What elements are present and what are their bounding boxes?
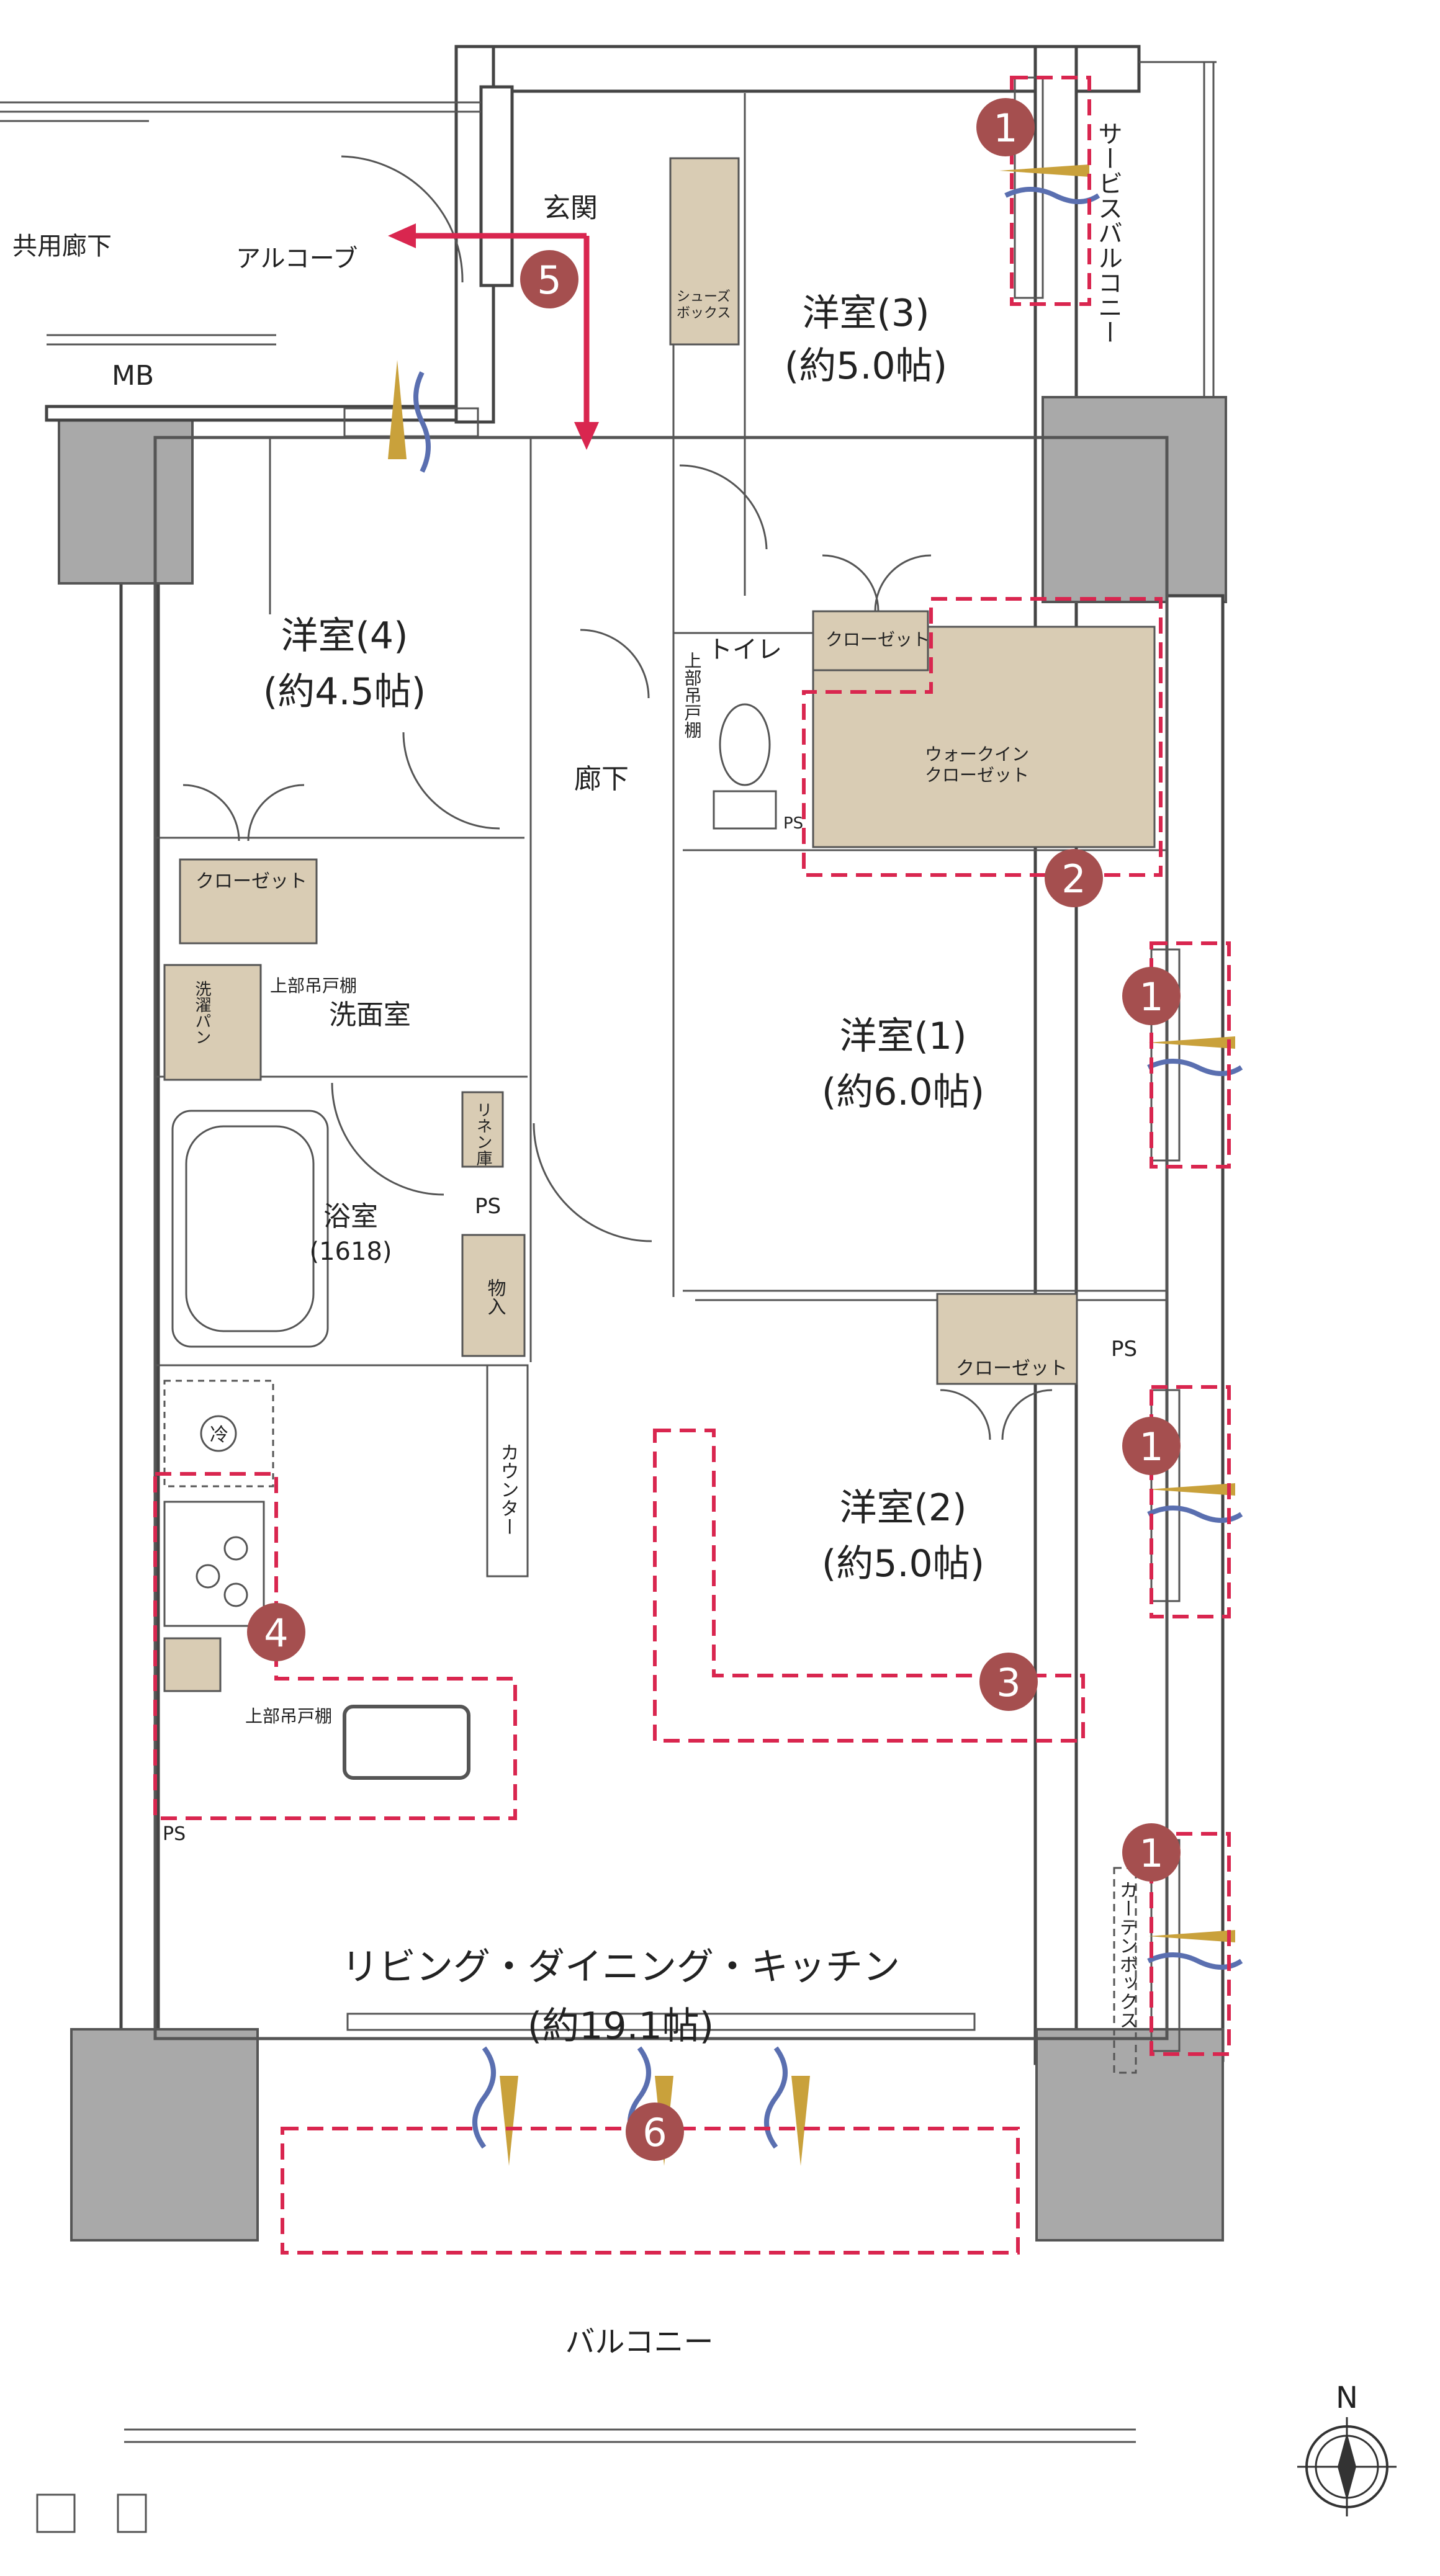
curtain-box [1113, 1867, 1137, 2074]
badge-6-balcony: 6 [626, 2103, 684, 2161]
washer-pan-label: 洗濯パン [192, 981, 211, 1045]
fridge-label: 冷 [210, 1424, 228, 1446]
entrance-left-wall [479, 85, 514, 287]
shoe-box-label: シューズボックス [677, 289, 731, 321]
closet-room4-label: クローゼット [196, 871, 307, 892]
badge-2-wic: 2 [1045, 849, 1103, 907]
badge-5-entrance: 5 [520, 250, 578, 308]
badge-1-room3: 1 [976, 98, 1035, 156]
room2-label: 洋室(2) [840, 1486, 967, 1530]
room4-size: (約4.5帖) [263, 670, 426, 714]
right-pillar-upper [1042, 396, 1227, 603]
interior-walls [153, 93, 1169, 2040]
svg-text:2: 2 [1061, 856, 1086, 902]
badge-1-room2: 1 [1122, 1417, 1181, 1475]
common-corridor-label: 共用廊下 [12, 232, 112, 261]
svg-text:4: 4 [264, 1610, 288, 1656]
north-label: N [1336, 2381, 1358, 2415]
service-balcony-label: サービスバルコニー [1094, 121, 1122, 344]
badge-4-kitchen: 4 [247, 1603, 305, 1661]
right-exterior-wall [1033, 45, 1078, 2065]
common-corridor-railing [0, 61, 1217, 397]
storage-label: 物入 [484, 1278, 506, 1316]
room1-label: 洋室(1) [840, 1015, 967, 1058]
badge-3-room2: 3 [979, 1653, 1038, 1711]
svg-text:1: 1 [1139, 1424, 1163, 1470]
washroom-label: 洗面室 [329, 999, 411, 1031]
counter [486, 1364, 529, 1577]
closet-room4 [179, 858, 318, 945]
closet-room2-label: クローゼット [956, 1358, 1068, 1380]
ps-room2-label: PS [1111, 1337, 1137, 1362]
svg-text:6: 6 [642, 2110, 667, 2155]
corridor-label: 廊下 [574, 763, 629, 795]
upper-cabinet-wash-label: 上部吊戸棚 [270, 976, 357, 996]
highlight-zones [153, 76, 1231, 2255]
closet-room2 [936, 1293, 1078, 1385]
entrance-label: 玄関 [543, 192, 598, 224]
curtain-box-label: カーテンボックス [1116, 1880, 1138, 2029]
toilet-label: トイレ [708, 635, 782, 664]
upper-cabinet-kitchen-label: 上部吊戸棚 [245, 1706, 332, 1726]
door-swings [182, 155, 1053, 1440]
linen-storage [461, 1091, 504, 1168]
svg-text:3: 3 [996, 1660, 1020, 1705]
mb-label: MB [112, 360, 154, 392]
svg-text:1: 1 [1139, 974, 1163, 1020]
room3-label: 洋室(3) [803, 292, 930, 335]
walk-in-closet-label: ウォークインクローゼット [925, 744, 1029, 786]
room4-label: 洋室(4) [281, 614, 408, 658]
right-outer-wall [1165, 594, 1225, 2062]
compass-icon [1297, 2417, 1397, 2516]
room3-size: (約5.0帖) [785, 344, 947, 388]
shoe-box [669, 157, 740, 346]
balcony-label: バルコニー [565, 2325, 713, 2359]
right-pillar-lower [1035, 2028, 1224, 2242]
bath-size-label: (1618) [309, 1237, 392, 1266]
badge-1-ldk: 1 [1122, 1823, 1181, 1882]
closet-wic-side [812, 610, 929, 671]
left-pillar-lower [70, 2028, 259, 2242]
storage-closet [461, 1234, 526, 1357]
bathroom-label: 浴室 [323, 1201, 378, 1232]
ps-toilet-label: PS [783, 814, 803, 833]
upper-cabinet-toilet-label: 上部吊戸棚 [682, 652, 703, 738]
entrance-arrow [388, 223, 599, 450]
svg-text:1: 1 [993, 105, 1017, 151]
toilet-fixture [713, 703, 777, 830]
fridge [163, 1380, 274, 1488]
ldk-size: (約19.1帖) [528, 2004, 714, 2048]
svg-text:5: 5 [537, 258, 561, 303]
left-exterior-wall [119, 575, 160, 2056]
svg-text:1: 1 [1139, 1831, 1163, 1876]
washer-pan [163, 964, 262, 1081]
badge-1-room1: 1 [1122, 967, 1181, 1025]
alcove-label: アルコーブ [236, 245, 358, 273]
balcony-railing [36, 2428, 1136, 2533]
room1-size: (約6.0帖) [822, 1070, 984, 1114]
ps-bath-label: PS [475, 1194, 501, 1219]
counter-label: カウンター [497, 1443, 519, 1536]
stove [163, 1501, 265, 1627]
ventilation-marks [388, 164, 1243, 2166]
ps-kitchen-label: PS [163, 1823, 186, 1845]
closet-wic-side-label: クローゼット [826, 629, 930, 650]
linen-label: リネン庫 [474, 1102, 492, 1166]
kitchen-sink [343, 1705, 470, 1780]
ldk-label: リビング・ダイニング・キッチン [341, 1945, 900, 1989]
kitchen-cabinet [163, 1637, 222, 1692]
room2-size: (約5.0帖) [822, 1542, 984, 1586]
bathtub [171, 1110, 329, 1348]
